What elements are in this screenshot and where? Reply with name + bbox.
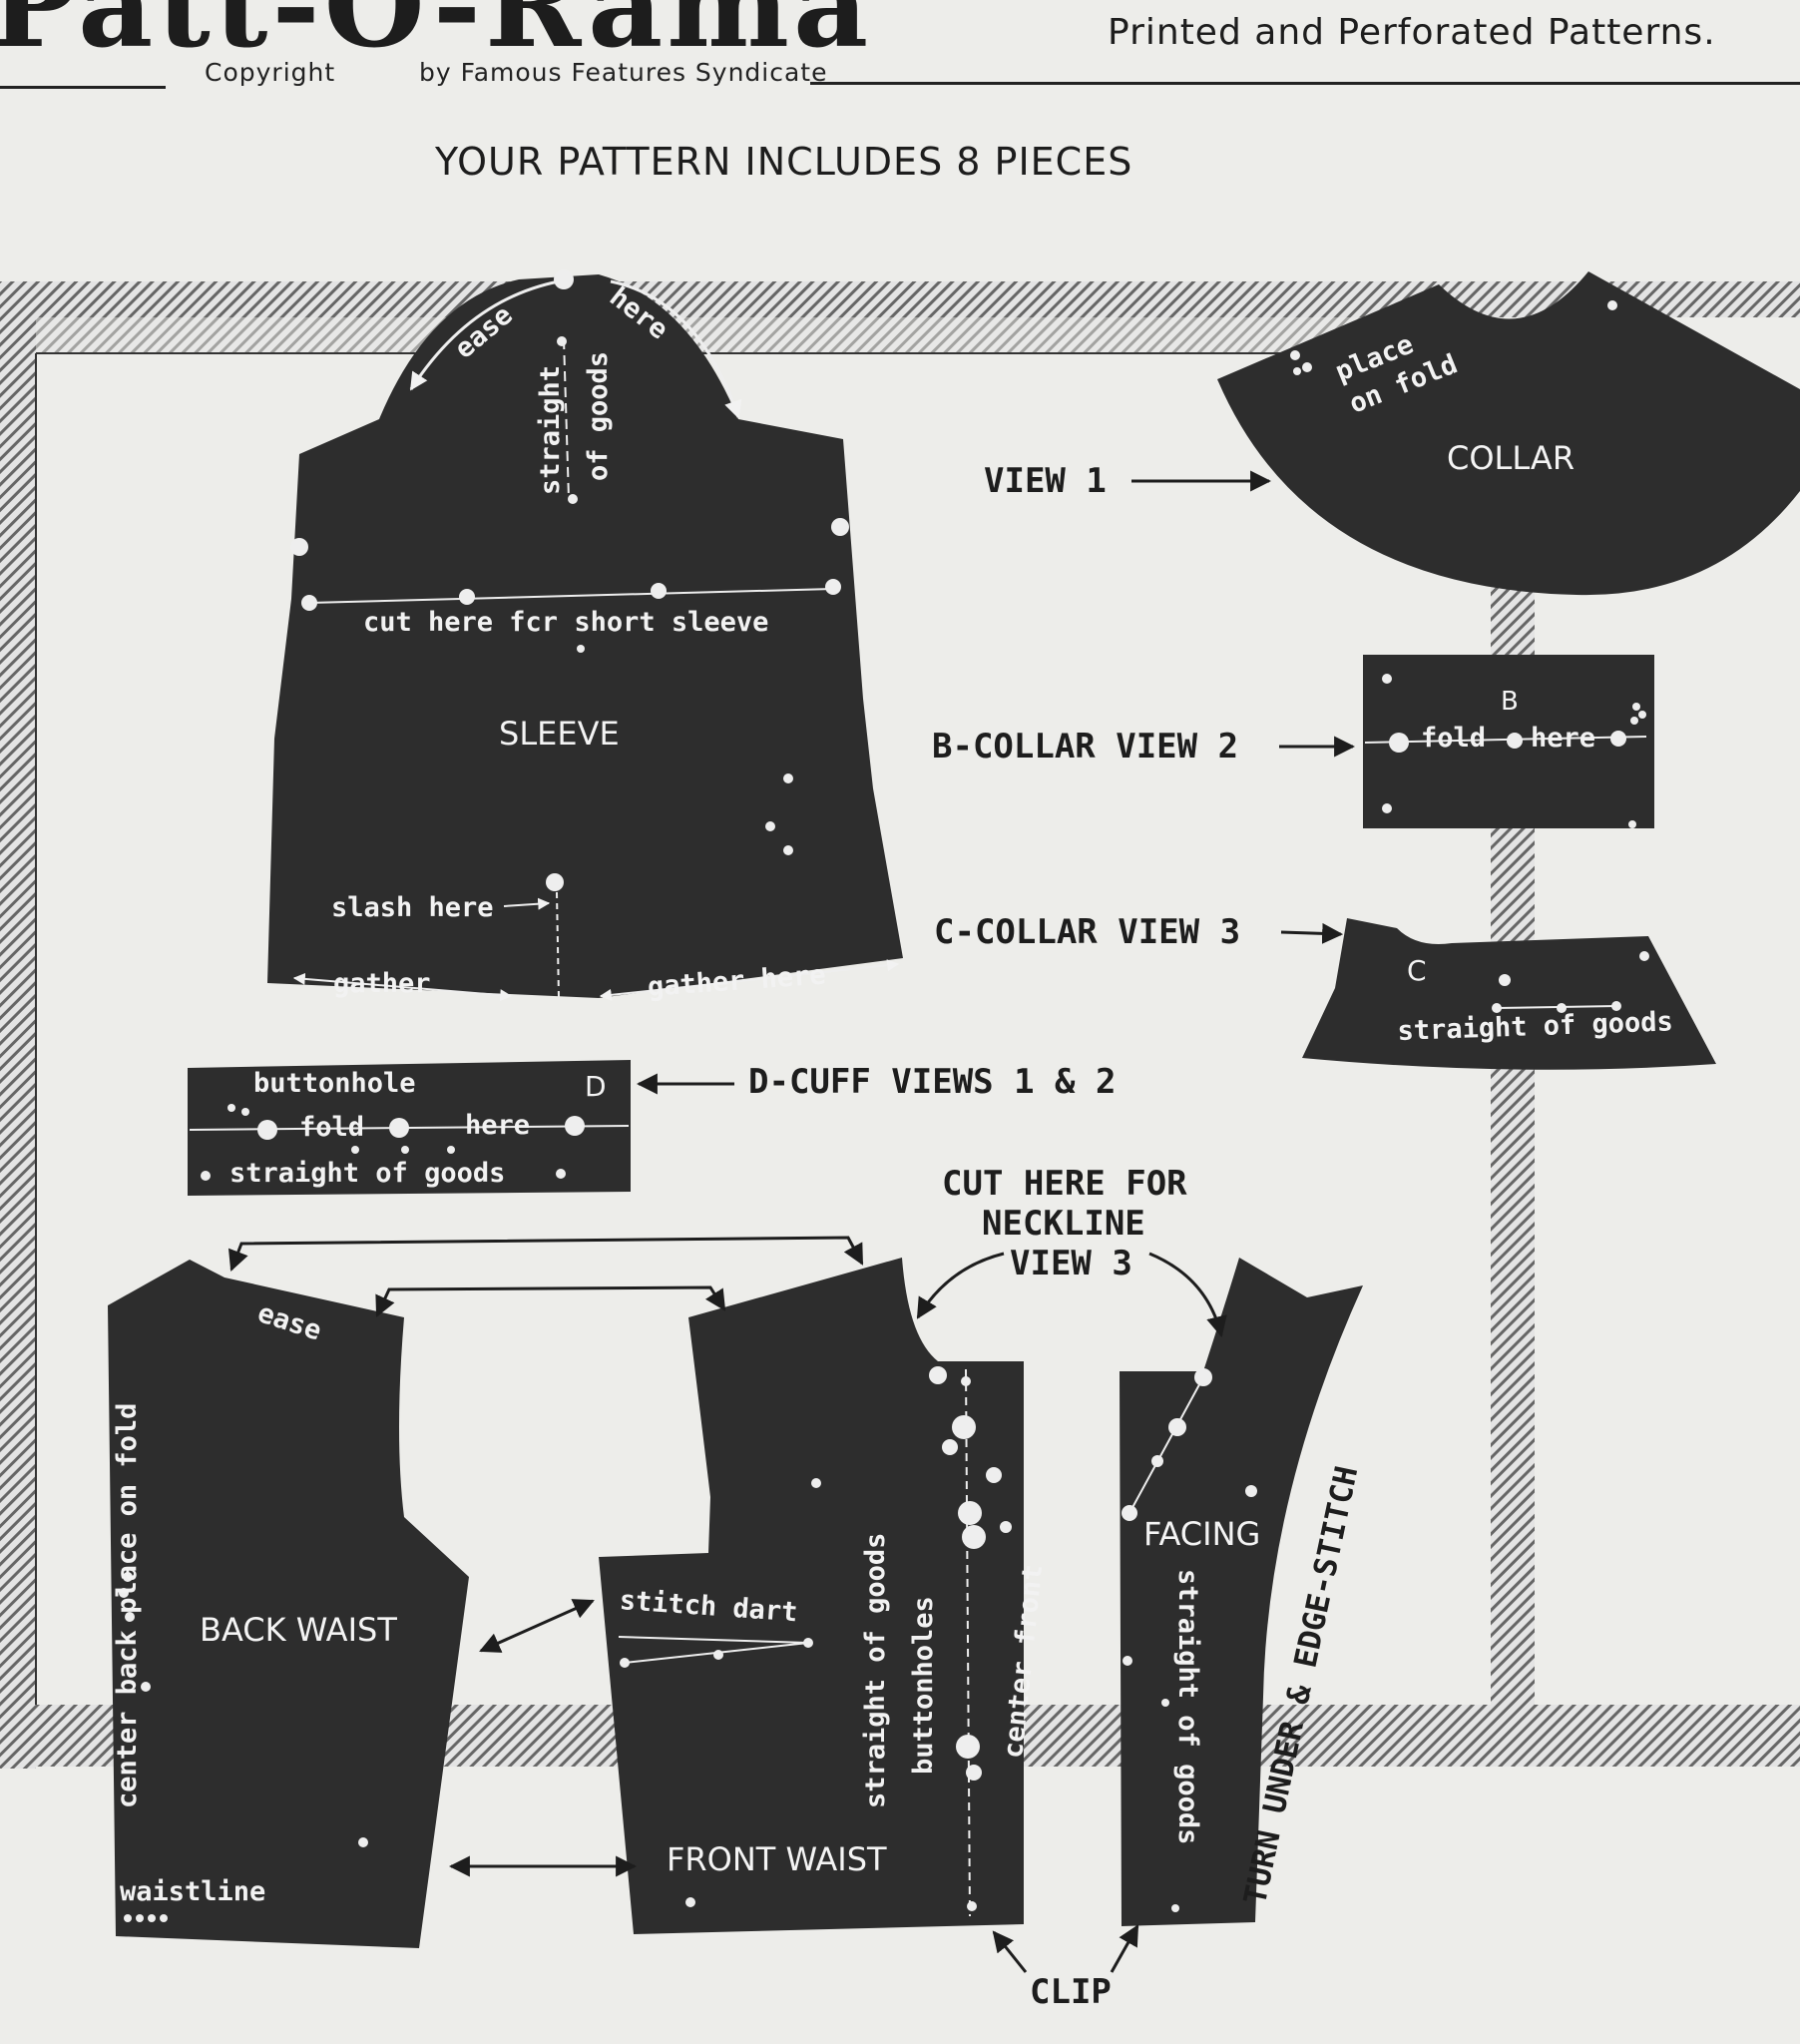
- masthead-rule-right: [810, 82, 1800, 85]
- c-collar-piece: [1302, 918, 1716, 1070]
- sleeve-gather-label: gather: [333, 968, 431, 999]
- masthead-logo: Patt-O-Rama: [0, 0, 873, 74]
- sleeve-cut-short-label: cut here fcr short sleeve: [363, 607, 769, 638]
- sleeve-straight-label: straight: [535, 364, 566, 495]
- back-waist-name: BACK WAIST: [200, 1611, 397, 1649]
- sleeve-slash-label: slash here: [331, 892, 494, 923]
- front-waist-straight-label: straight of goods: [860, 1532, 891, 1808]
- d-cuff-letter: D: [585, 1070, 607, 1103]
- d-cuff-piece: [188, 1060, 631, 1196]
- d-cuff-label: D-CUFF VIEWS 1 & 2: [748, 1062, 1117, 1102]
- neckline-label-line1: CUT HERE FOR: [942, 1164, 1187, 1204]
- b-collar-here-label: here: [1531, 723, 1596, 754]
- collar-name: COLLAR: [1447, 439, 1575, 477]
- b-collar-letter: B: [1501, 687, 1519, 717]
- view1-label: VIEW 1: [984, 461, 1107, 501]
- sleeve-name: SLEEVE: [499, 715, 620, 753]
- c-collar-label: C-COLLAR VIEW 3: [934, 912, 1241, 952]
- masthead-tagline: Printed and Perforated Patterns.: [1108, 12, 1716, 53]
- neckline-label-line3: VIEW 3: [1010, 1244, 1132, 1283]
- facing-piece: [1120, 1258, 1363, 1926]
- neckline-label-line2: NECKLINE: [982, 1204, 1145, 1244]
- c-collar-letter: C: [1407, 954, 1427, 987]
- clip-label: CLIP: [1030, 1972, 1112, 2012]
- copyright-label: Copyright: [205, 58, 336, 87]
- back-waist-piece: [108, 1260, 469, 1948]
- matching-arrows: [227, 1236, 1227, 1973]
- d-cuff-buttonhole-label: buttonhole: [253, 1068, 416, 1099]
- sleeve-of-goods-label: of goods: [583, 350, 614, 481]
- facing-straight-label: straight of goods: [1172, 1569, 1203, 1845]
- d-cuff-straight-label: straight of goods: [229, 1158, 506, 1189]
- masthead-rule-left: [0, 86, 166, 89]
- collar-piece: [1217, 271, 1800, 596]
- b-collar-fold-label: fold: [1421, 723, 1487, 754]
- d-cuff-fold-label: fold: [299, 1112, 365, 1143]
- d-cuff-here-label: here: [465, 1110, 531, 1141]
- b-collar-label: B-COLLAR VIEW 2: [932, 727, 1239, 766]
- page-title: YOUR PATTERN INCLUDES 8 PIECES: [435, 140, 1133, 184]
- back-waist-waistline-label: waistline: [120, 1876, 266, 1907]
- back-waist-center-back-label: center back place on fold: [112, 1402, 143, 1808]
- facing-name: FACING: [1143, 1515, 1261, 1553]
- syndicate-label: by Famous Features Syndicate: [419, 58, 828, 87]
- front-waist-name: FRONT WAIST: [667, 1840, 887, 1878]
- front-waist-piece: [599, 1258, 1024, 1934]
- c-collar-arrow: [1280, 922, 1344, 944]
- sleeve-piece: [267, 269, 903, 1002]
- b-collar-piece: [1363, 655, 1654, 828]
- front-waist-buttonholes-label: buttonholes: [908, 1596, 939, 1775]
